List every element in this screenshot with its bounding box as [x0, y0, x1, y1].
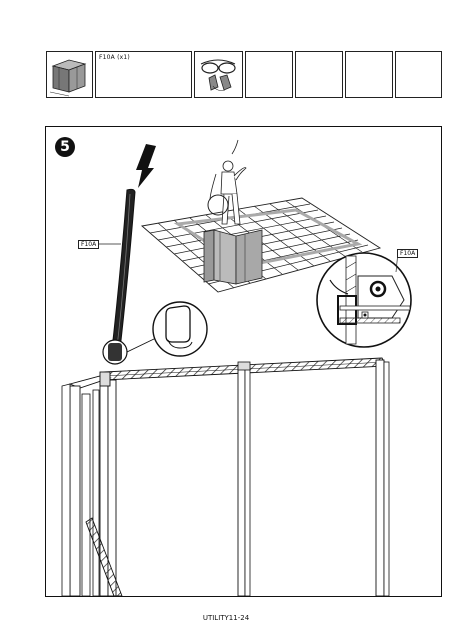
step-number-badge: 5 — [55, 137, 75, 157]
part-f10a-label: F10A (x1) — [99, 54, 130, 61]
kit-thumbnail-box — [46, 51, 93, 98]
detail-zoom-circle — [316, 252, 412, 348]
safety-gear-icon — [200, 59, 236, 91]
empty-slot-4 — [395, 51, 442, 98]
part-f10a-box: F10A (x1) — [95, 51, 192, 98]
profile-zoom-circle — [102, 301, 208, 365]
building-kit-icon — [49, 59, 87, 97]
bent-panel-part — [110, 188, 136, 359]
lightning-arrow-icon — [136, 144, 156, 188]
erected-walls — [203, 229, 263, 285]
right-part-callout: F10A — [397, 249, 419, 258]
empty-slot-2 — [295, 51, 343, 98]
left-part-callout: F10A — [78, 240, 100, 249]
worker-figure — [207, 139, 247, 225]
empty-slot-3 — [345, 51, 393, 98]
building-frame — [61, 357, 390, 597]
footer-doc-code: UTILITY11-24 — [202, 614, 250, 622]
empty-slot-1 — [245, 51, 293, 98]
safety-gear-box — [194, 51, 243, 98]
